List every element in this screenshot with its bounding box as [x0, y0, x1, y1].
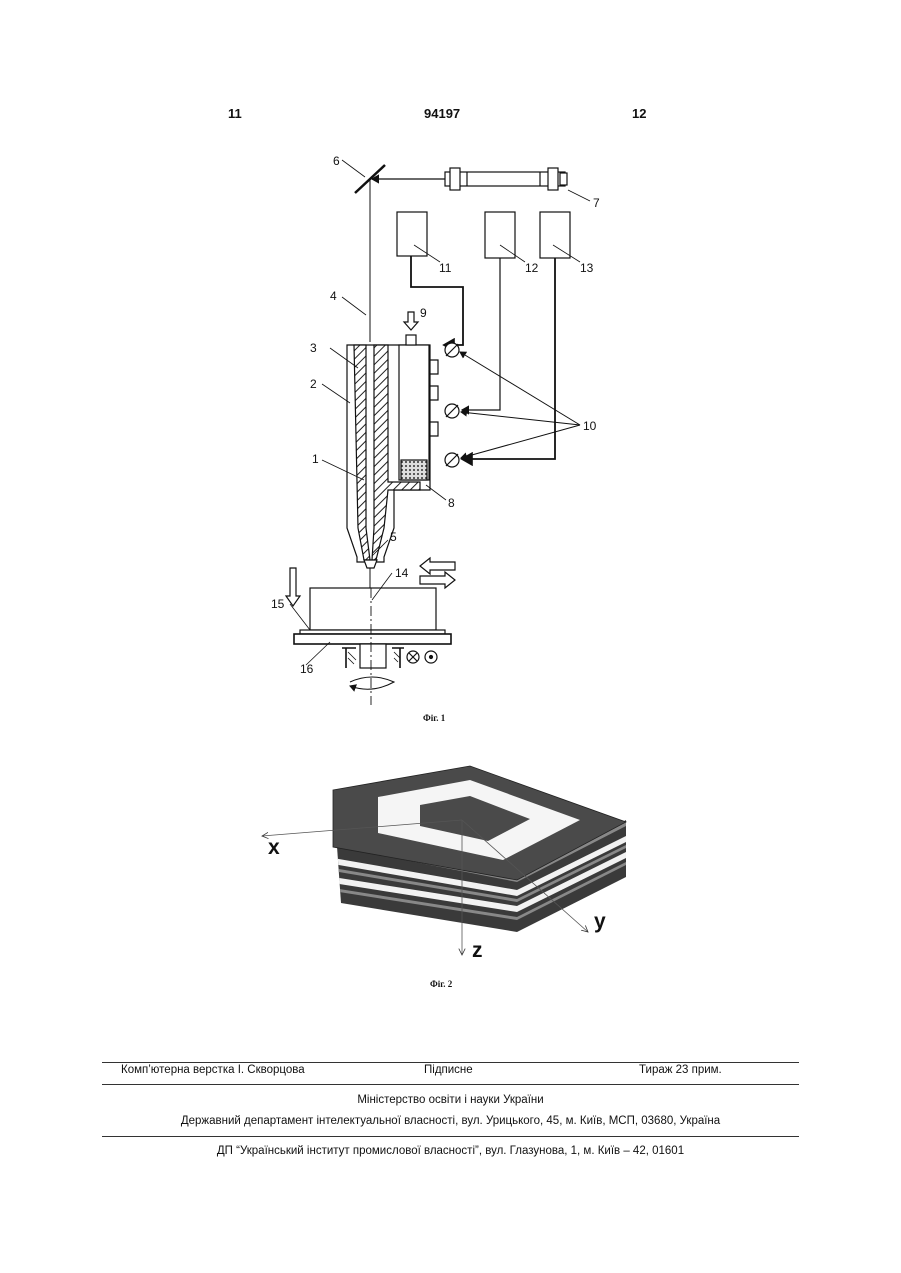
footer-rule-bottom [102, 1136, 799, 1137]
label-9: 9 [420, 306, 427, 320]
label-11: 11 [439, 261, 452, 275]
footer-department: Державний департамент інтелектуальної вл… [102, 1115, 799, 1127]
label-15: 15 [271, 597, 285, 611]
valves-10 [445, 343, 459, 467]
figure-1 [286, 160, 590, 705]
inlet-9 [406, 335, 416, 345]
table-16 [294, 634, 451, 644]
label-13: 13 [580, 261, 594, 275]
block-11 [397, 212, 427, 256]
footer-ministry: Міністерство освіти і науки України [102, 1094, 799, 1106]
label-2: 2 [310, 377, 317, 391]
footer-rule-top [102, 1062, 799, 1063]
laser-7 [445, 168, 567, 190]
label-12: 12 [525, 261, 539, 275]
block-13 [540, 212, 570, 258]
axis-label-z: z [472, 939, 483, 962]
footer-institute: ДП “Український інститут промислової вла… [102, 1145, 799, 1157]
footer-typesetting: Комп’ютерна верстка І. Скворцова [121, 1064, 305, 1076]
tip-5 [364, 560, 377, 568]
figure-2-caption: Фіг. 2 [430, 979, 453, 989]
axis-label-x: x [268, 836, 280, 859]
label-7: 7 [593, 196, 600, 210]
label-16: 16 [300, 662, 314, 676]
shaft [360, 644, 386, 668]
workpiece-14 [310, 588, 436, 630]
label-4: 4 [330, 289, 337, 303]
label-3: 3 [310, 341, 317, 355]
label-8: 8 [448, 496, 455, 510]
footer-circulation: Тираж 23 прим. [639, 1064, 722, 1076]
figure-1-caption: Фіг. 1 [423, 713, 446, 723]
block-12 [485, 212, 515, 258]
footer-rule-middle [102, 1084, 799, 1085]
label-1: 1 [312, 452, 319, 466]
label-14: 14 [395, 566, 409, 580]
wire-13 [462, 258, 555, 459]
powder-8 [401, 460, 427, 480]
label-10: 10 [583, 419, 597, 433]
wire-11 [411, 256, 463, 345]
axis-label-y: y [594, 910, 606, 933]
footer-signed: Підписне [424, 1064, 473, 1076]
label-5: 5 [390, 530, 397, 544]
label-6: 6 [333, 154, 340, 168]
figure-2: x y z Фіг. 2 [262, 766, 640, 989]
wire-12 [462, 258, 500, 410]
